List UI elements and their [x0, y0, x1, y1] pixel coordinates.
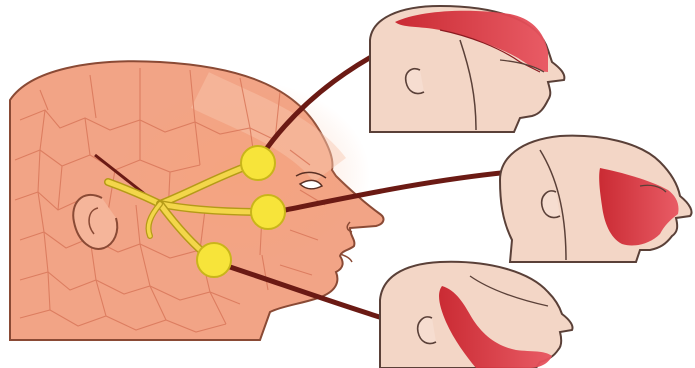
- head-profile-icon: [370, 6, 564, 132]
- head-profile-icon: [500, 136, 692, 262]
- ganglion-dot-icon: [241, 146, 275, 180]
- ganglion-dot-icon: [251, 195, 285, 229]
- head-profile-icon: [380, 262, 573, 368]
- ganglion-dot-icon: [197, 243, 231, 277]
